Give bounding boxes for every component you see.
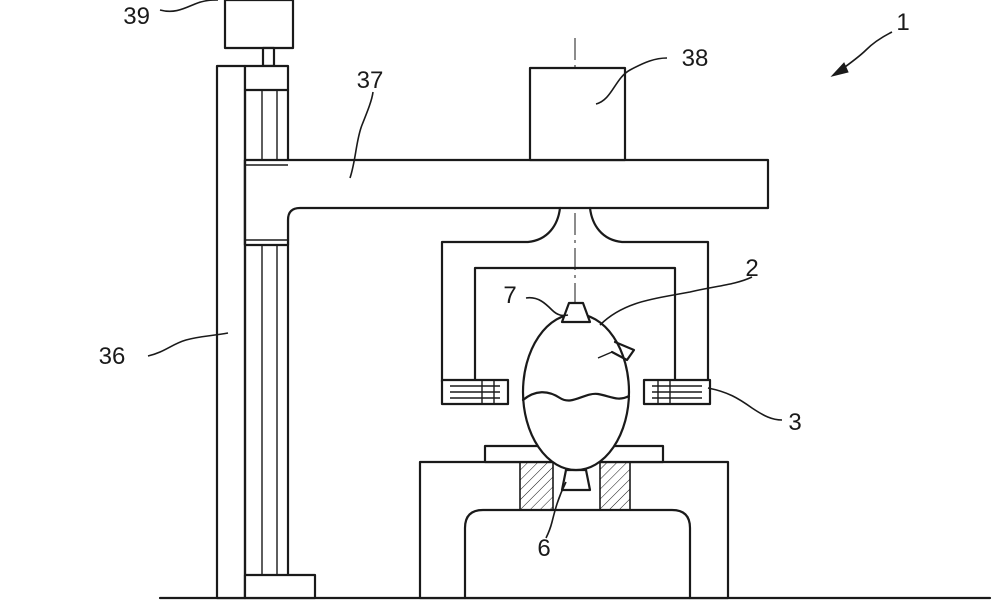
arrow-1 [830,31,893,77]
support-block-right [599,461,631,511]
actuator-38 [528,66,627,162]
leader-3 [707,387,783,421]
label-3: 3 [788,409,801,436]
drive-unit-39 [223,0,295,68]
label-37: 37 [357,67,384,94]
label-36: 36 [99,343,126,370]
support-block-left [519,461,554,511]
sensor-right-3 [642,378,712,406]
label-38: 38 [682,45,709,72]
upper-holder-7 [560,301,592,324]
label-2: 2 [745,255,758,282]
label-6: 6 [537,535,550,562]
leader-36 [147,332,229,357]
leader-6 [545,481,567,539]
leader-39 [159,0,219,13]
leader-37 [349,91,374,179]
leader-7 [525,296,569,317]
label-7: 7 [503,282,516,309]
label-39: 39 [123,3,150,30]
leader-38 [595,57,668,105]
sensor-left-3 [440,378,510,406]
column-36 [215,64,317,600]
gripper-frame [440,206,710,384]
leader-2 [599,276,753,326]
lower-holder-6 [560,468,592,492]
label-1: 1 [896,9,909,36]
arm-37 [243,158,770,247]
